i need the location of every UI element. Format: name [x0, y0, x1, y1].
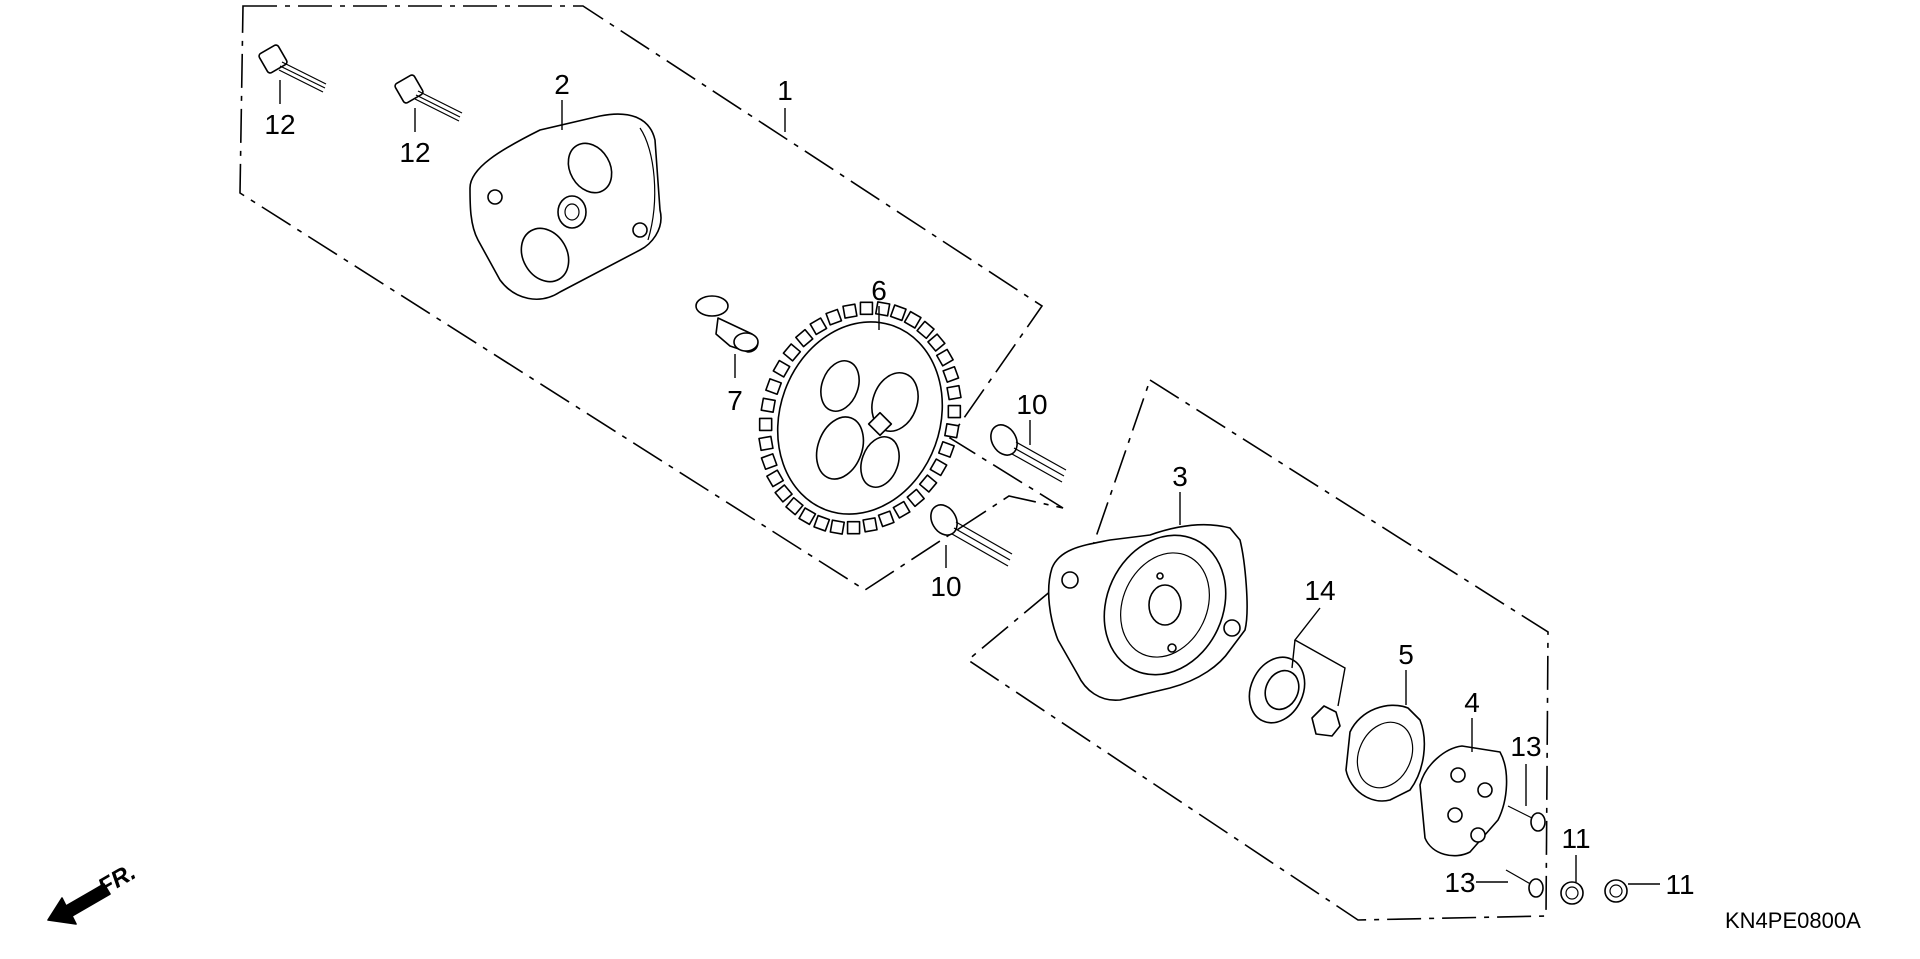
callout-7: 7 — [727, 385, 743, 416]
callout-10-upper: 10 — [1016, 389, 1047, 420]
driven-gear-part-6 — [758, 301, 962, 535]
gear-tooth — [942, 365, 960, 383]
gear-tooth — [846, 520, 861, 535]
gear-tooth — [825, 308, 843, 326]
bolt-12-left — [258, 44, 327, 93]
gear-tooth — [916, 320, 935, 340]
gear-tooth — [929, 458, 948, 477]
front-direction-arrow-icon — [47, 883, 111, 925]
callout-1: 1 — [777, 75, 793, 106]
leader-lines — [279, 80, 1660, 885]
callout-12-right: 12 — [399, 137, 430, 168]
diagram-code: KN4PE0800A — [1725, 908, 1861, 933]
gear-tooth — [795, 328, 814, 348]
gear-tooth — [946, 384, 962, 401]
callout-3: 3 — [1172, 461, 1188, 492]
gear-tooth — [758, 417, 773, 432]
bolt-10-upper — [990, 424, 1067, 483]
gear-tooth — [947, 404, 962, 419]
gear-tooth — [944, 422, 960, 439]
gear-tooth — [798, 507, 817, 526]
gear-tooth — [758, 435, 774, 452]
gear-tooth — [809, 317, 828, 336]
gear-tooth — [862, 517, 878, 533]
callout-5: 5 — [1398, 639, 1414, 670]
gear-tooth — [766, 469, 785, 488]
callout-13-lower: 13 — [1444, 867, 1475, 898]
gear-tooth — [935, 348, 954, 367]
callout-11-upper: 11 — [1561, 823, 1590, 854]
pump-cover-part-2 — [469, 113, 662, 300]
callout-14: 14 — [1304, 575, 1335, 606]
gear-tooth — [937, 440, 955, 458]
bolt-12-right — [394, 74, 463, 122]
callout-12-left: 12 — [264, 109, 295, 140]
gear-tooth — [918, 474, 938, 493]
gear-tooth — [772, 359, 791, 378]
o-ring-11-right — [1604, 879, 1628, 903]
gear-tooth — [813, 514, 831, 532]
gear-tooth — [892, 500, 911, 519]
gear-tooth — [859, 301, 874, 316]
gear-tooth — [774, 484, 793, 503]
gear-tooth — [829, 519, 846, 535]
screw-13-upper — [1507, 805, 1546, 832]
cover-plate-part-4 — [1419, 745, 1508, 857]
o-ring-11-left — [1560, 881, 1584, 905]
gear-tooth — [903, 310, 922, 329]
callout-4: 4 — [1464, 687, 1480, 718]
pump-body-part-3 — [1047, 523, 1248, 701]
assembly-outline-1 — [239, 5, 1064, 591]
rotor-set-part-14 — [1248, 656, 1341, 737]
gear-tooth — [782, 343, 802, 362]
gear-tooth — [927, 333, 946, 352]
gear-tooth — [889, 304, 907, 322]
bolt-10-lower — [930, 504, 1013, 567]
gear-tooth — [842, 303, 858, 319]
gear-tooth — [877, 510, 895, 528]
gear-tooth — [906, 488, 925, 508]
callout-6: 6 — [871, 275, 887, 306]
callout-2: 2 — [554, 69, 570, 100]
screw-13-lower — [1505, 869, 1544, 898]
callout-11-right: 11 — [1665, 869, 1694, 900]
gear-tooth — [760, 453, 778, 471]
gasket-part-5 — [1345, 704, 1426, 802]
gear-tooth — [765, 378, 783, 396]
callout-13-upper: 13 — [1510, 731, 1541, 762]
gear-tooth — [785, 496, 804, 516]
gear-tooth — [760, 397, 776, 414]
callout-10-lower: 10 — [930, 571, 961, 602]
dowel-pin-part-7 — [695, 295, 759, 353]
